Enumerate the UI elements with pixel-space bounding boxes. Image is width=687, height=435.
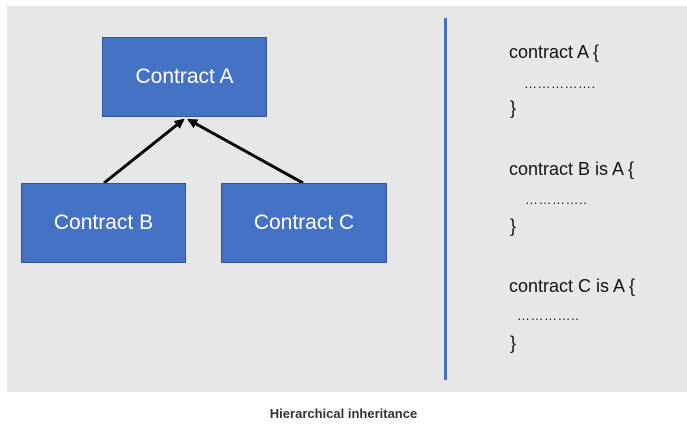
code-b-body: ………….. [525,192,588,207]
code-b-open: contract B is A { [509,159,635,179]
arrow-c-to-a [187,118,304,185]
diagram-canvas: Contract A Contract B Contract C contrac… [7,6,687,392]
contract-b-node: Contract B [21,183,186,263]
code-c-open: contract C is A { [509,276,636,296]
code-c-body: ………….. [517,308,580,323]
contract-b-label: Contract B [53,211,154,234]
contract-c-label: Contract C [253,211,355,234]
code-a-close: } [510,98,517,118]
code-b-close: } [510,216,517,236]
code-a-body: ……………. [524,76,596,91]
figure-caption: Hierarchical inheritance [269,406,418,421]
code-c-close: } [510,333,517,353]
arrow-b-to-a [103,118,185,185]
contract-a-node: Contract A [102,37,267,117]
code-a-open: contract A { [509,42,600,62]
contract-c-node: Contract C [221,183,387,263]
vertical-divider [444,18,447,380]
contract-a-label: Contract A [135,65,234,88]
inheritance-arrows [103,118,304,185]
